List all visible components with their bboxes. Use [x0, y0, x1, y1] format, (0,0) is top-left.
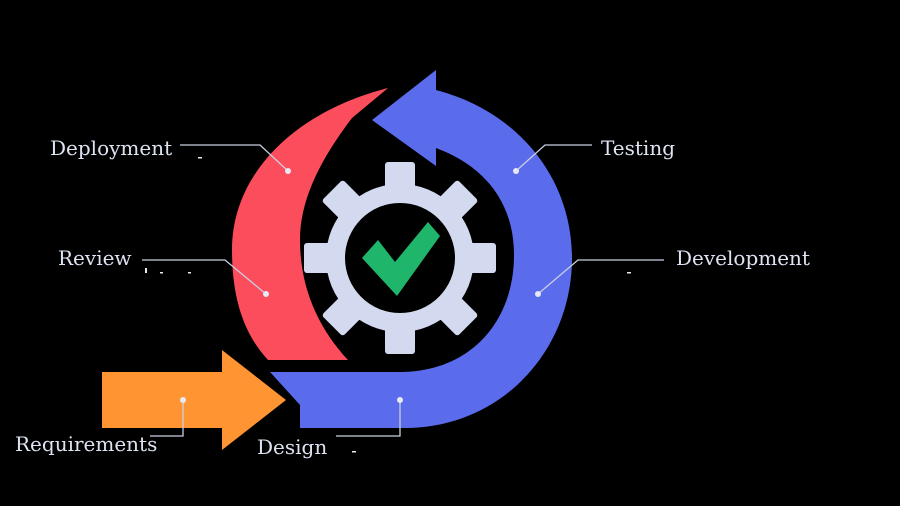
blue-cycle-arrow — [270, 70, 572, 428]
label-review: Review — [58, 246, 132, 270]
label-design: Design — [257, 435, 327, 459]
checkmark-icon — [362, 222, 440, 296]
label-testing: Testing — [601, 136, 675, 160]
leaders — [142, 144, 664, 453]
label-requirements: Requirements — [15, 432, 157, 456]
label-deployment: Deployment — [50, 136, 172, 160]
orange-input-arrow — [102, 350, 286, 450]
label-development: Development — [676, 246, 810, 270]
